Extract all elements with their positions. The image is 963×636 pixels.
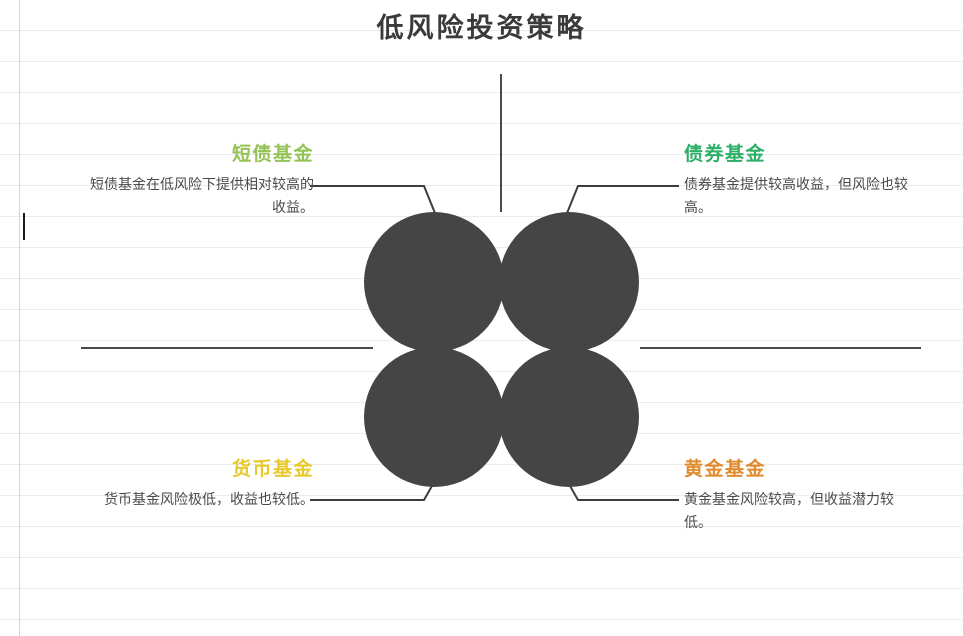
paper-margin-rule — [19, 0, 20, 636]
quadrant-bottom-right: 黄金基金 黄金基金风险较高，但收益潜力较低。 — [684, 458, 916, 535]
horizontal-divider-line-right — [640, 347, 921, 349]
clover-petal-bottom-left — [364, 347, 504, 487]
quadrant-top-right: 债券基金 债券基金提供较高收益，但风险也较高。 — [684, 143, 916, 220]
quadrant-title-bottom-left: 货币基金 — [231, 458, 314, 480]
horizontal-divider-line-left — [81, 347, 373, 349]
quadrant-title-top-right: 债券基金 — [684, 143, 767, 165]
quadrant-description-bottom-left: 货币基金风险极低，收益也较低。 — [104, 491, 314, 508]
vertical-divider-line — [500, 74, 502, 212]
text-caret — [23, 213, 25, 240]
center-clover-shape — [364, 212, 639, 487]
quadrant-title-bottom-right: 黄金基金 — [684, 458, 767, 480]
clover-petal-top-right — [499, 212, 639, 352]
page-title: 低风险投资策略 — [376, 13, 587, 44]
quadrant-bottom-left: 货币基金 货币基金风险极低，收益也较低。 — [82, 458, 314, 512]
quadrant-description-top-left: 短债基金在低风险下提供相对较高的收益。 — [90, 176, 314, 216]
quadrant-top-left: 短债基金 短债基金在低风险下提供相对较高的收益。 — [82, 143, 314, 220]
quadrant-description-top-right: 债券基金提供较高收益，但风险也较高。 — [684, 176, 908, 216]
clover-petal-top-left — [364, 212, 504, 352]
quadrant-description-bottom-right: 黄金基金风险较高，但收益潜力较低。 — [684, 491, 894, 531]
clover-petal-bottom-right — [499, 347, 639, 487]
quadrant-title-top-left: 短债基金 — [231, 143, 314, 165]
